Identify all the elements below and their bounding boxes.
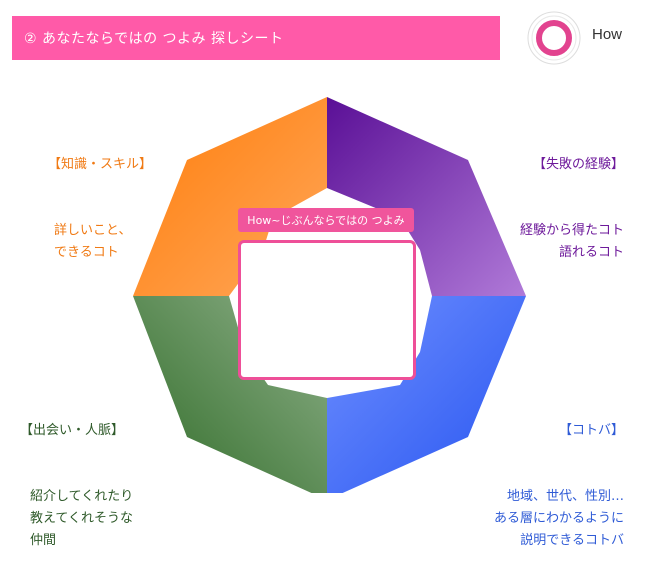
knowledge-heading: 【知識・スキル】: [48, 157, 153, 172]
kotoba-label: 【コトバ】 地域、世代、性別… ある層にわかるように 説明できるコトバ: [494, 376, 624, 574]
network-description: 紹介してくれたり 教えてくれそうな 仲間: [30, 489, 134, 548]
sheet-title: ② あなたならではの つよみ 探しシート: [24, 31, 284, 47]
segment-knowledge: [133, 97, 327, 296]
segment-network: [133, 296, 327, 493]
sheet-title-bar: ② あなたならではの つよみ 探しシート: [12, 16, 500, 60]
network-heading: 【出会い・人脈】: [20, 423, 125, 438]
center-tag: How~じぶんならではの つよみ: [238, 208, 414, 232]
segment-failure: [327, 97, 526, 296]
segment-kotoba: [327, 296, 526, 493]
how-badge-icon: [527, 11, 581, 65]
kotoba-description: 地域、世代、性別… ある層にわかるように 説明できるコトバ: [493, 489, 624, 548]
strength-octagon-diagram: [133, 97, 526, 493]
failure-label: 【失敗の経験】 経験から得たコト 語れるコト: [520, 110, 624, 286]
center-tag-text: How~じぶんならではの つよみ: [247, 214, 405, 227]
failure-heading: 【失敗の経験】: [532, 157, 624, 172]
how-label: How: [592, 26, 623, 43]
knowledge-label: 【知識・スキル】 詳しいこと、 できるコト: [48, 110, 152, 286]
failure-description: 経験から得たコト 語れるコト: [519, 223, 624, 260]
strength-answer-box[interactable]: [238, 240, 416, 380]
network-label: 【出会い・人脈】 紹介してくれたり 教えてくれそうな 仲間: [20, 376, 133, 574]
kotoba-heading: 【コトバ】: [558, 423, 624, 438]
knowledge-description: 詳しいこと、 できるコト: [54, 223, 132, 260]
